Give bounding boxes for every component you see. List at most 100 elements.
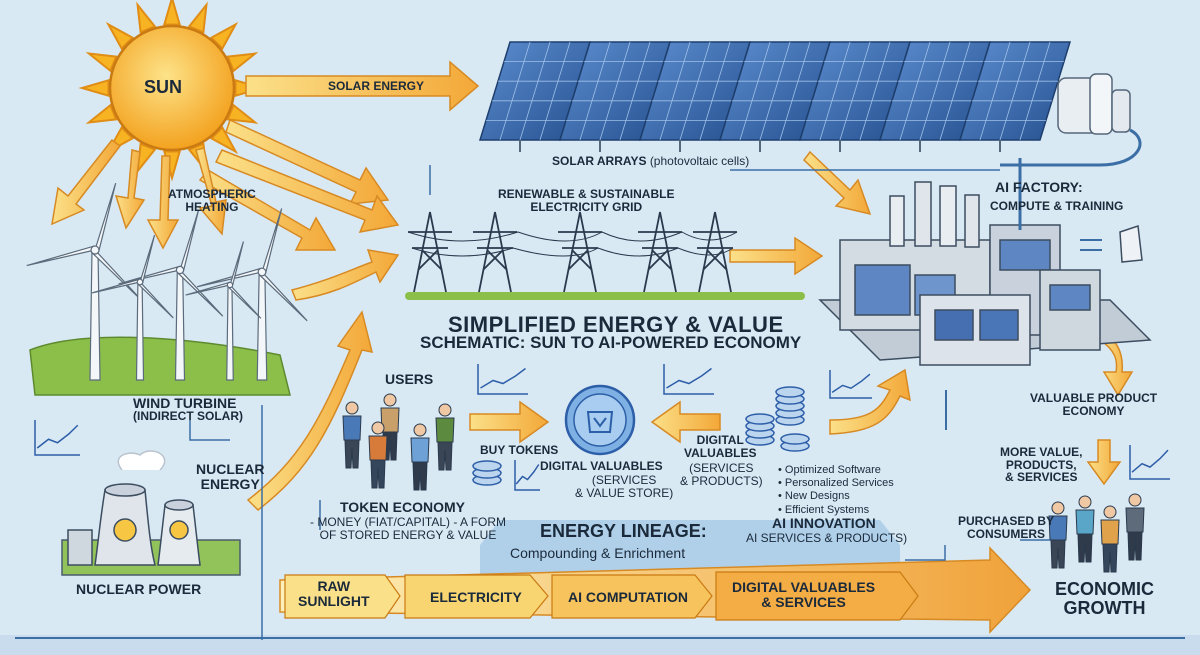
ai-factory-sub-label: COMPUTE & TRAINING bbox=[990, 199, 1124, 213]
ai-factory-label: AI FACTORY: bbox=[995, 179, 1083, 195]
solar-panel bbox=[718, 41, 832, 152]
valuable-product-economy-label: VALUABLE PRODUCT ECONOMY bbox=[1030, 391, 1158, 418]
diagram-title: SIMPLIFIED ENERGY & VALUE bbox=[448, 312, 784, 337]
ai-innovation-label: AI INNOVATION bbox=[772, 515, 876, 531]
coin-stack bbox=[472, 460, 502, 486]
sun-label: SUN bbox=[144, 77, 183, 97]
person bbox=[435, 403, 455, 471]
mini-trend-chart bbox=[663, 364, 714, 395]
sun-ray bbox=[163, 0, 181, 26]
sun-ray bbox=[85, 52, 118, 73]
nuclear-power-label: NUCLEAR POWER bbox=[76, 581, 202, 597]
users-group-graphic bbox=[342, 393, 455, 491]
grid-label: RENEWABLE & SUSTAINABLE ELECTRICITY GRID bbox=[498, 187, 675, 214]
person bbox=[1100, 505, 1120, 573]
person bbox=[410, 423, 430, 491]
person bbox=[1075, 495, 1095, 563]
person bbox=[1125, 493, 1145, 561]
sun-ray bbox=[209, 125, 239, 155]
solar-energy-label: SOLAR ENERGY bbox=[328, 79, 425, 93]
mini-trend-chart bbox=[34, 420, 80, 456]
ai-innovation-sub-label: AI SERVICES & PRODUCTS) bbox=[746, 531, 908, 545]
wind-turbine-label: WIND TURBINE bbox=[133, 395, 237, 411]
token-economy-label: TOKEN ECONOMY bbox=[340, 499, 465, 515]
wind-turbine-note: (INDIRECT SOLAR) bbox=[133, 409, 243, 423]
coin-stack bbox=[780, 433, 810, 452]
energy-arrows bbox=[51, 60, 1134, 511]
trend-charts bbox=[34, 364, 1170, 491]
bullet-item: Efficient Systems bbox=[778, 504, 894, 517]
coin-stacks bbox=[472, 386, 810, 486]
buy-tokens-label: BUY TOKENS bbox=[480, 443, 559, 457]
energy-lineage-band bbox=[279, 520, 1032, 634]
wind-turbine bbox=[185, 241, 262, 381]
sun-ray bbox=[209, 21, 239, 51]
lineage-step-electricity: ELECTRICITY bbox=[430, 589, 522, 605]
flow-lines bbox=[189, 165, 1050, 640]
mini-trend-chart bbox=[829, 370, 872, 399]
users-label: USERS bbox=[385, 371, 434, 387]
economic-growth-label: ECONOMIC GROWTH bbox=[1055, 579, 1154, 618]
mini-trend-chart bbox=[514, 460, 540, 491]
solar-arrays-note: (photovoltaic cells) bbox=[649, 154, 750, 168]
bullet-item: Optimized Software bbox=[778, 464, 894, 477]
digital-valuables-right-label: DIGITAL VALUABLES bbox=[684, 433, 757, 460]
solar-panel bbox=[958, 41, 1072, 152]
wind-turbine bbox=[26, 182, 144, 381]
mini-trend-chart bbox=[477, 364, 528, 395]
sun-ray bbox=[78, 79, 110, 97]
sun-ray bbox=[85, 103, 118, 124]
innovation-bullets: Optimized Software Personalized Services… bbox=[778, 464, 894, 517]
storage-tanks bbox=[1000, 73, 1142, 167]
energy-lineage-label: ENERGY LINEAGE: bbox=[540, 521, 707, 541]
coin-stack bbox=[745, 413, 775, 446]
sun-ray bbox=[105, 21, 135, 51]
more-value-label: MORE VALUE, PRODUCTS, & SERVICES bbox=[1000, 445, 1083, 485]
nuclear-energy-label: NUCLEAR ENERGY bbox=[196, 461, 265, 492]
solar-panel bbox=[478, 41, 592, 152]
nuclear-plant-graphic bbox=[61, 450, 241, 576]
bullet-item: New Designs bbox=[778, 490, 894, 503]
wind-turbine bbox=[92, 235, 174, 381]
solar-panel bbox=[878, 41, 992, 152]
person bbox=[368, 421, 388, 489]
sun-ray bbox=[226, 103, 259, 124]
bullet-item: Personalized Services bbox=[778, 477, 894, 490]
token-economy-note: - MONEY (FIAT/CAPITAL) - A FORM OF STORE… bbox=[310, 515, 507, 542]
solar-arrays-caption: SOLAR ARRAYS (photovoltaic cells) bbox=[552, 154, 749, 168]
power-tower bbox=[638, 211, 682, 293]
mini-trend-chart bbox=[1129, 445, 1170, 480]
energy-lineage-sub-label: Compounding & Enrichment bbox=[510, 545, 686, 561]
sun-ray bbox=[136, 1, 157, 34]
digital-valuables-left-label: DIGITAL VALUABLES bbox=[540, 459, 663, 473]
digital-valuables-coin bbox=[564, 384, 636, 456]
solar-arrays-graphic bbox=[478, 41, 1072, 152]
ai-factory-graphic bbox=[818, 158, 1152, 430]
digital-valuables-right-note: (SERVICES & PRODUCTS) bbox=[680, 461, 763, 488]
solar-panel bbox=[638, 41, 752, 152]
lineage-step-digital-valuables: DIGITAL VALUABLES & SERVICES bbox=[732, 579, 876, 610]
electricity-grid-graphic bbox=[407, 211, 738, 293]
wind-turbine bbox=[118, 209, 224, 381]
diagram-subtitle: SCHEMATIC: SUN TO AI-POWERED ECONOMY bbox=[420, 333, 802, 352]
sun-ray bbox=[226, 52, 259, 73]
sun-graphic bbox=[78, 0, 266, 182]
person bbox=[1048, 501, 1068, 569]
lineage-step-raw-sunlight: RAW SUNLIGHT bbox=[298, 578, 370, 609]
purchased-by-label: PURCHASED BY CONSUMERS bbox=[958, 514, 1055, 541]
power-tower bbox=[473, 211, 517, 293]
power-tower bbox=[693, 211, 737, 293]
lineage-step-ai-computation: AI COMPUTATION bbox=[568, 589, 689, 605]
solar-arrays-label: SOLAR ARRAYS bbox=[552, 154, 647, 168]
digital-valuables-left-note: (SERVICES & VALUE STORE) bbox=[575, 473, 674, 500]
power-tower bbox=[408, 211, 452, 293]
sun-ray bbox=[187, 1, 208, 34]
coin-stack bbox=[775, 386, 805, 426]
consumers-group-graphic bbox=[1048, 493, 1145, 573]
wind-turbine bbox=[196, 208, 308, 381]
wind-farm-graphic bbox=[26, 182, 308, 396]
person bbox=[342, 401, 362, 469]
atmospheric-heating-label: ATMOSPHERIC HEATING bbox=[168, 187, 256, 214]
